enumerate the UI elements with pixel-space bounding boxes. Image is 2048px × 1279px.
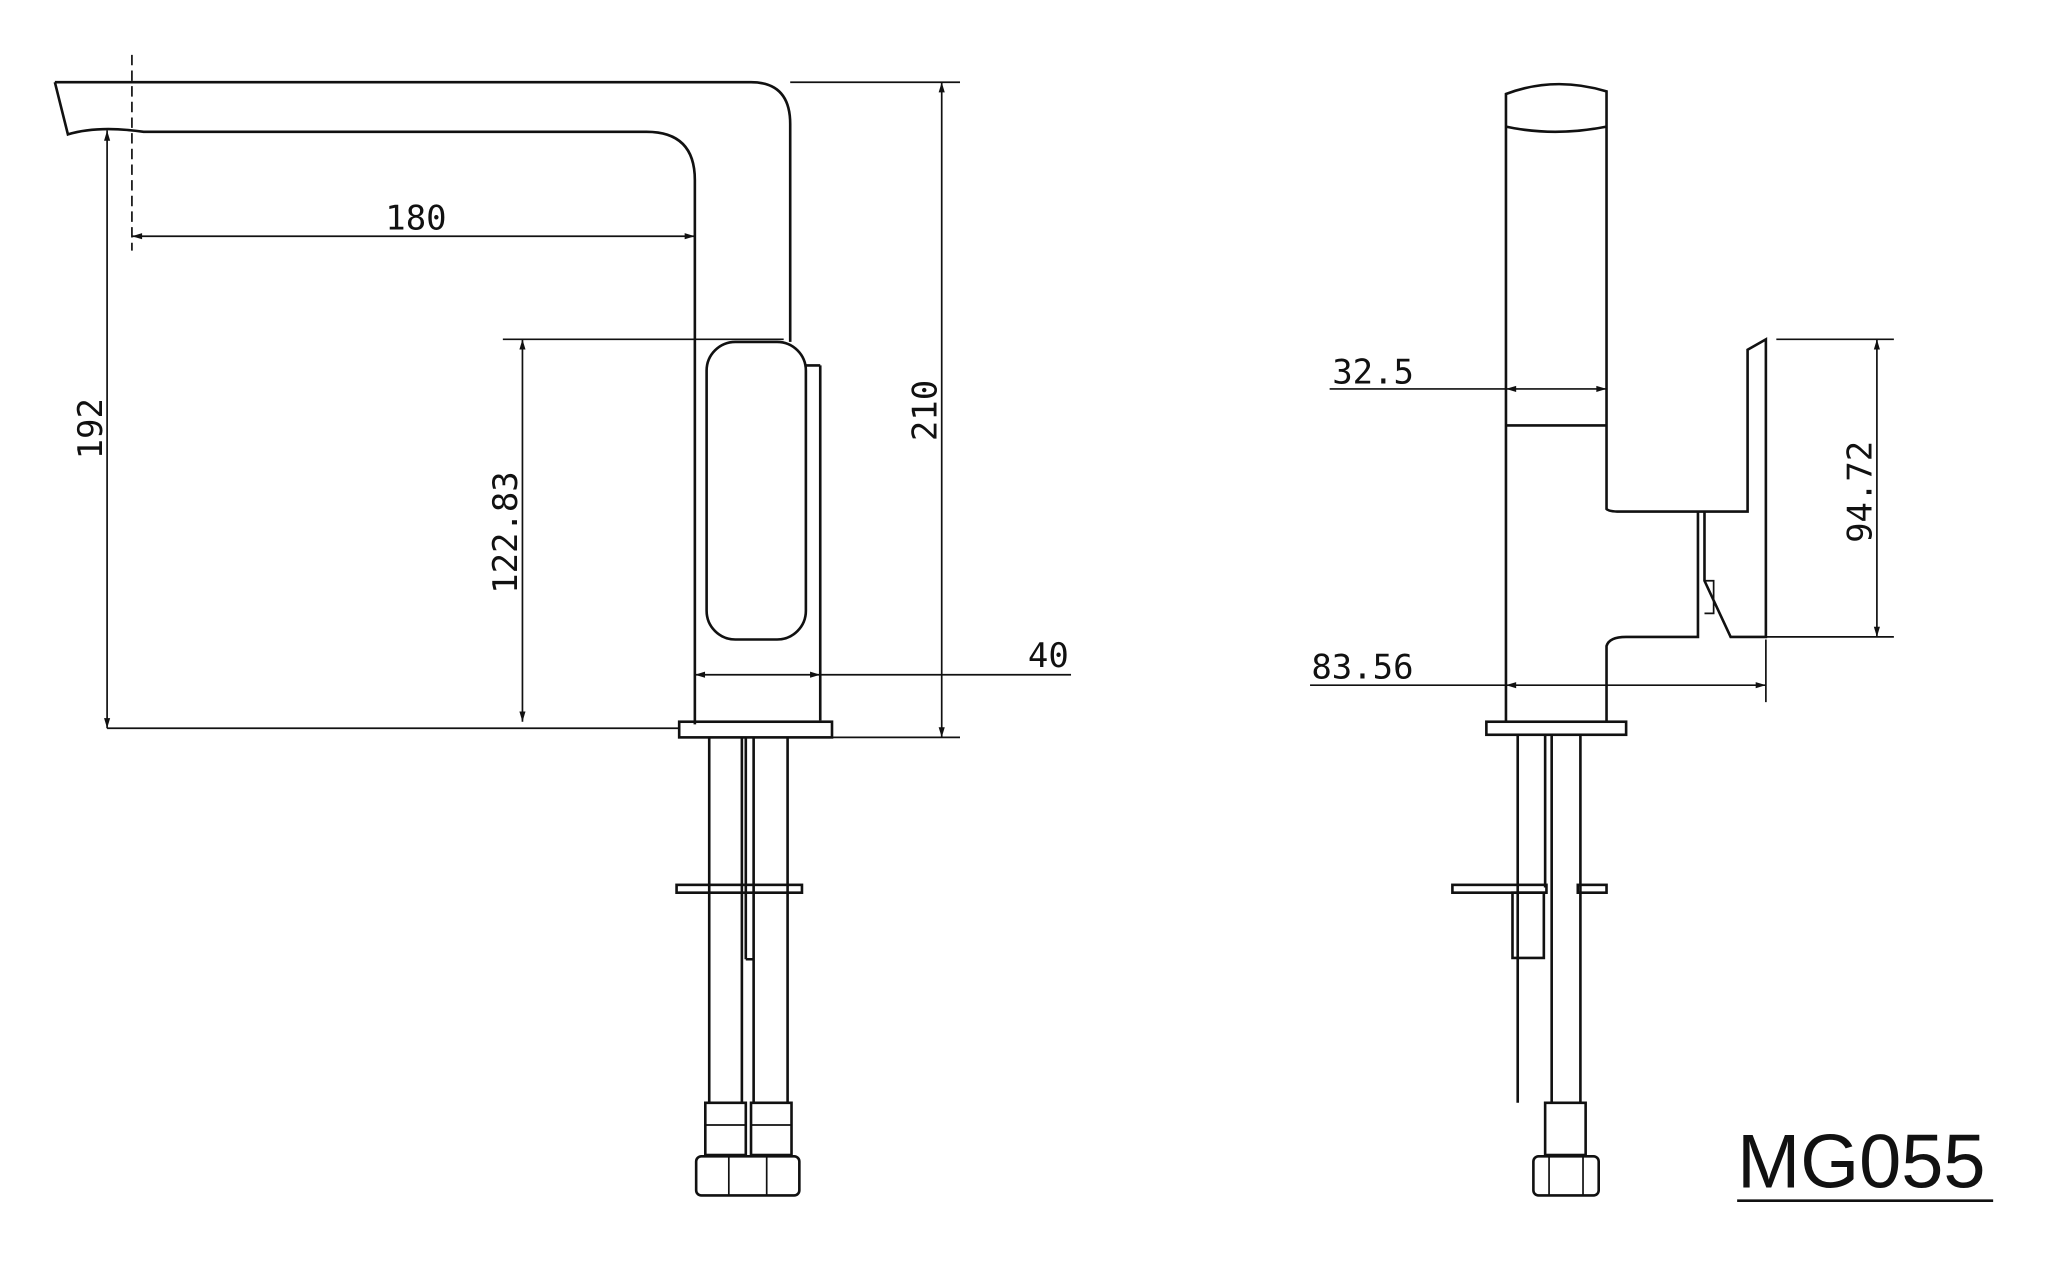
hex-nut <box>694 1155 801 1197</box>
spout-body <box>1504 82 1768 722</box>
dim-210: 210 <box>905 380 945 441</box>
dim-83-56: 83.56 <box>1311 648 1413 688</box>
dim-94-72: 94.72 <box>1841 441 1881 543</box>
dim-32-5: 32.5 <box>1332 353 1414 393</box>
dim-192: 192 <box>71 398 111 459</box>
dim-40: 40 <box>1028 636 1069 676</box>
model-number: MG055 <box>1737 1120 1985 1205</box>
side-view: 32.5 94.72 83.56 <box>1310 82 1894 1197</box>
dim-180: 180 <box>385 199 446 239</box>
base-plate <box>677 720 834 739</box>
handle <box>705 340 808 641</box>
front-view: 180 192 210 122.83 40 <box>53 54 1072 1197</box>
supply-pipes <box>707 737 789 1103</box>
dim-122-83: 122.83 <box>486 471 526 594</box>
spout-outline <box>54 80 792 342</box>
spout-underside <box>53 81 697 725</box>
hex-nut <box>1532 1155 1600 1197</box>
